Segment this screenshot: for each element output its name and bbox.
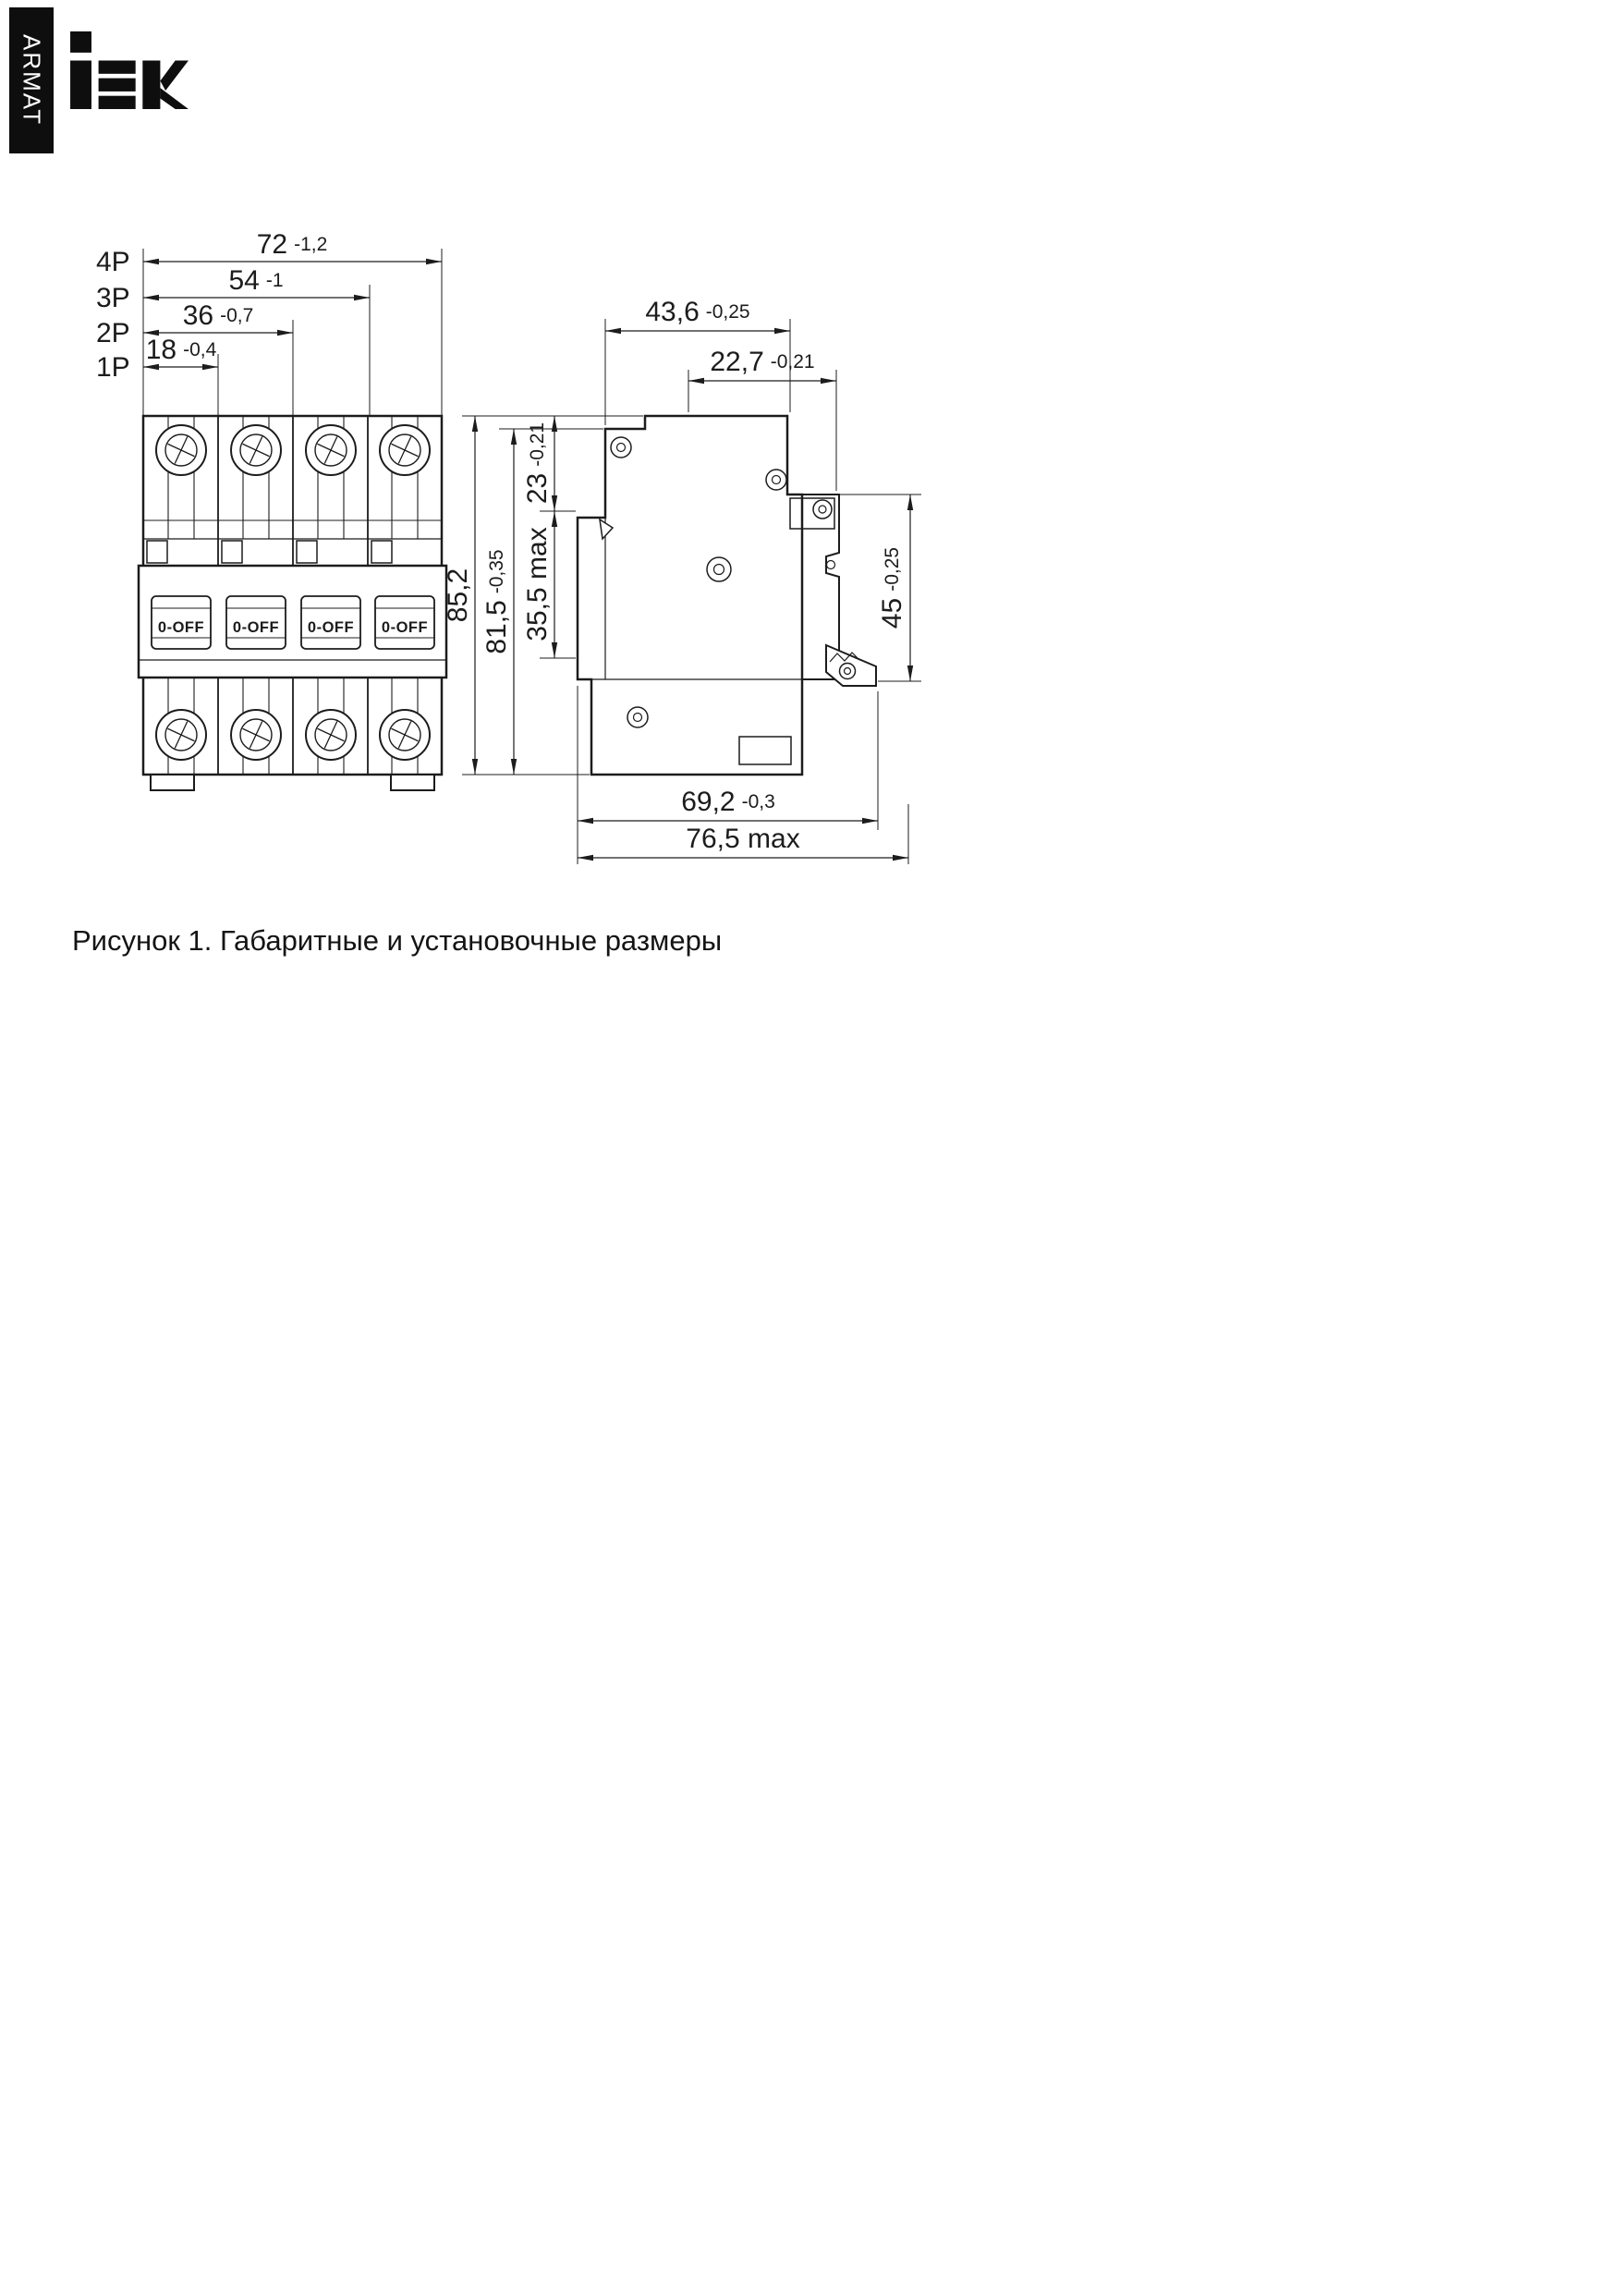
dim-top-width: 43,6-0,25: [645, 297, 749, 327]
dim-2p: 36-0,7: [183, 300, 254, 331]
clip-rivet-outer: [838, 662, 857, 680]
series-tab-label: ARMAT: [18, 34, 46, 127]
figure-caption: Рисунок 1. Габаритные и установочные раз…: [72, 924, 723, 957]
dim-4p: 72-1,2: [257, 229, 328, 260]
side-internal-lines: [591, 518, 802, 680]
dimension-drawing: 0-OFF 0-OFF 0-OFF 0-OFF 72: [96, 229, 921, 864]
side-dimensions: 43,6-0,25 22,7-0,21 23-0,21 35,5 max 81,…: [443, 297, 921, 864]
front-dimensions: 72-1,2 54-1 36-0,7 18-0,4 4P 3P 2P 1P: [96, 229, 443, 416]
dim-overall-depth: 76,5 max: [686, 824, 799, 854]
clamp-tabs: [146, 540, 393, 564]
toggle-label-1: 0-OFF: [158, 619, 204, 636]
wire-channels-top: [167, 416, 419, 539]
toggle-label-2: 0-OFF: [233, 619, 279, 636]
series-tab: ARMAT: [9, 7, 54, 153]
terminal-screws-top: [155, 424, 431, 476]
dim-overall-height: 85,2: [443, 568, 473, 622]
bottom-detail: [738, 736, 792, 765]
iek-logo-glyphs: [70, 31, 189, 109]
breaker-body-side: [576, 414, 804, 776]
dim-upper-height: 23-0,21: [522, 422, 553, 504]
front-latch-tab: [599, 518, 615, 541]
dim-body-height: 81,5-0,35: [481, 549, 512, 653]
clip-spring: [829, 652, 860, 663]
dim-front-protrusion: 35,5 max: [522, 527, 553, 641]
terminal-screws-bottom: [155, 709, 431, 761]
dim-1p: 18-0,4: [146, 335, 217, 365]
pole-label-4p: 4P: [96, 247, 130, 277]
pole-label-3p: 3P: [96, 283, 130, 313]
dim-rail-span: 45-0,25: [877, 547, 907, 629]
dim-3p: 54-1: [228, 265, 283, 296]
clip-rivet-inner: [843, 666, 852, 676]
pole-label-1p: 1P: [96, 352, 130, 383]
toggle-label-3: 0-OFF: [308, 619, 354, 636]
terminal-opening: [789, 497, 835, 530]
pole-label-2p: 2P: [96, 318, 130, 348]
iek-logo: IEK: [70, 31, 189, 109]
din-feet: [150, 774, 435, 791]
toggle-handles: [151, 595, 435, 650]
side-view: [576, 414, 877, 776]
front-view: 0-OFF 0-OFF 0-OFF 0-OFF: [137, 414, 448, 791]
rivets: [610, 436, 836, 728]
dim-bottom-depth: 69,2-0,3: [681, 787, 775, 817]
dim-upper-step: 22,7-0,21: [710, 347, 814, 377]
toggle-label-4: 0-OFF: [382, 619, 428, 636]
